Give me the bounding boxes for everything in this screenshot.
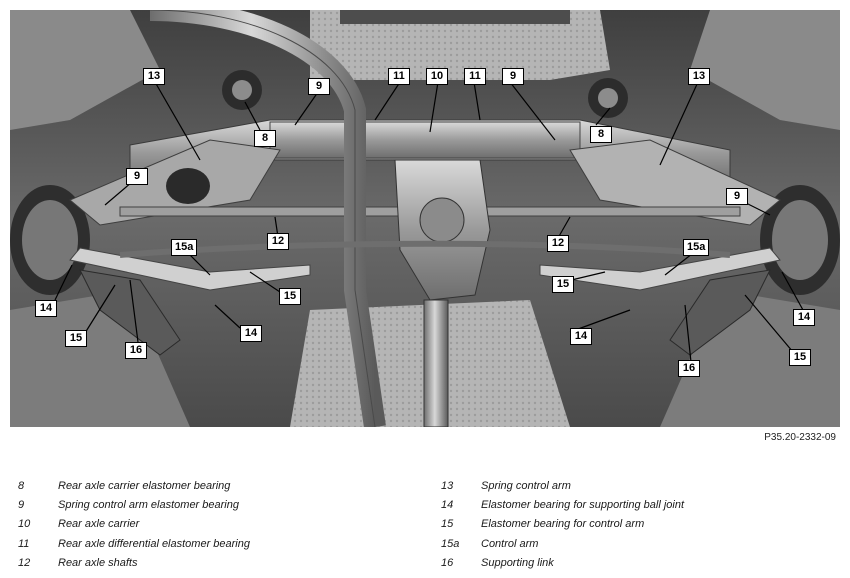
figure-id: P35.20-2332-09: [764, 432, 836, 443]
legend-text: Rear axle carrier: [58, 518, 140, 531]
legend-number: 15: [441, 518, 454, 531]
callout-9-center-right: 9: [502, 68, 524, 85]
callout-15-center-right: 15: [552, 276, 574, 293]
callout-15-far-right: 15: [789, 349, 811, 366]
callout-15-center-left: 15: [279, 288, 301, 305]
legend-text: Elastomer bearing for supporting ball jo…: [481, 499, 685, 512]
legend-text: Spring control arm elastomer bearing: [58, 499, 239, 512]
callout-15a-left: 15a: [171, 239, 198, 256]
axle-photo: 13 9 11 10 11 9 13 8 8 9 9 12 12 15a 15a…: [10, 10, 840, 427]
callout-14-far-right: 14: [793, 309, 815, 326]
legend-number: 10: [18, 518, 31, 531]
callout-15-far-left: 15: [65, 330, 87, 347]
callout-12-left: 12: [267, 233, 289, 250]
callout-16-right: 16: [678, 360, 700, 377]
callout-13-left: 13: [143, 68, 165, 85]
callout-14-far-left: 14: [35, 300, 57, 317]
legend-text: Elastomer bearing for control arm: [481, 518, 645, 531]
legend-text: Supporting link: [481, 556, 554, 569]
leader-lines: [54, 81, 804, 363]
legend-number: 8: [18, 480, 25, 492]
callout-13-right: 13: [688, 68, 710, 85]
callout-16-left: 16: [125, 342, 147, 359]
callout-8-right: 8: [590, 126, 612, 143]
callout-15a-right: 15a: [683, 239, 710, 256]
callout-14-center-right: 14: [570, 328, 592, 345]
legend-number: 11: [18, 537, 30, 550]
legend-number: 13: [441, 480, 454, 492]
callout-10: 10: [426, 68, 448, 85]
callout-9-far-left: 9: [126, 168, 148, 185]
legend-number: 16: [441, 556, 454, 569]
callout-11-right: 11: [464, 68, 486, 85]
callout-12-right: 12: [547, 235, 569, 252]
legend-number: 15a: [441, 537, 460, 550]
legend-text: Rear axle differential elastomer bearing: [58, 537, 250, 550]
legend-text: Control arm: [481, 537, 539, 550]
legend-number: 14: [441, 499, 454, 512]
callout-9-far-right: 9: [726, 188, 748, 205]
legend-text: Rear axle carrier elastomer bearing: [58, 480, 231, 492]
callout-8-left: 8: [254, 130, 276, 147]
legend-number: 9: [18, 499, 25, 512]
callout-11-left: 11: [388, 68, 410, 85]
legend-number: 12: [18, 556, 31, 569]
callout-14-center-left: 14: [240, 325, 262, 342]
legend-text: Spring control arm: [481, 480, 571, 492]
callout-9-center-left: 9: [308, 78, 330, 95]
legend-text: Rear axle shafts: [58, 556, 138, 569]
